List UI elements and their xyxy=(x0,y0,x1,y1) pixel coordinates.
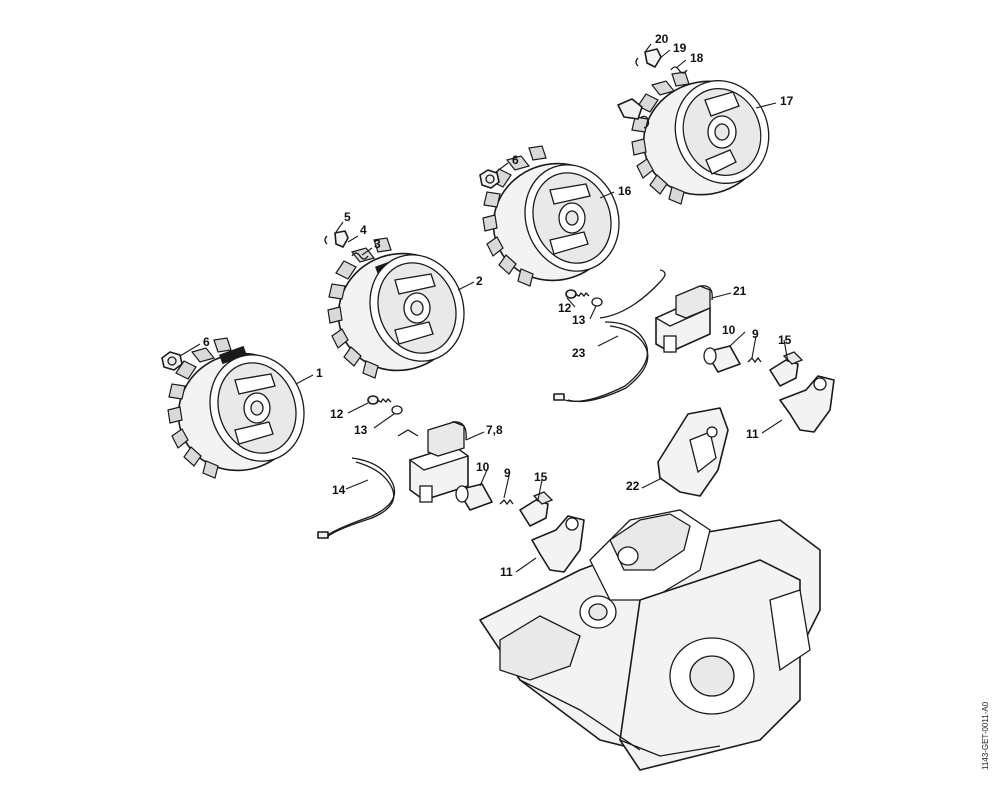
callout-15-lower: 15 xyxy=(534,470,548,484)
callout-1: 1 xyxy=(316,366,323,380)
callout-23: 23 xyxy=(572,346,586,360)
spark-plug-set-lower xyxy=(455,483,554,527)
callout-2: 2 xyxy=(476,274,483,288)
callout-16: 16 xyxy=(618,184,632,198)
flywheel-2 xyxy=(327,237,465,379)
callout-9-upper: 9 xyxy=(752,327,759,341)
callout-22: 22 xyxy=(626,479,640,493)
cover-11-lower xyxy=(531,515,585,573)
ignition-module-7-8 xyxy=(408,421,470,503)
screw-12-upper xyxy=(565,289,603,307)
wiring-harness-14 xyxy=(317,429,419,539)
callout-13-upper: 13 xyxy=(572,313,586,327)
callout-6-lower: 6 xyxy=(203,335,210,349)
flywheel-16 xyxy=(482,145,620,287)
callout-labels: 20 19 18 17 6 16 5 4 3 2 21 12 13 10 9 1… xyxy=(203,32,794,579)
pawl-parts-18-20 xyxy=(617,48,688,129)
callout-12-upper: 12 xyxy=(558,301,572,315)
cover-22 xyxy=(657,407,729,497)
callout-14: 14 xyxy=(332,483,346,497)
callout-21: 21 xyxy=(733,284,747,298)
callout-3: 3 xyxy=(374,237,381,251)
callout-20: 20 xyxy=(655,32,669,46)
callout-11-upper: 11 xyxy=(746,427,759,441)
leader-lines xyxy=(179,43,789,573)
cover-11-upper xyxy=(779,375,835,433)
flywheel-1 xyxy=(167,337,305,479)
callout-5: 5 xyxy=(344,210,351,224)
nut-6-lower xyxy=(161,351,183,371)
callout-12-lower: 12 xyxy=(330,407,344,421)
engine-housing xyxy=(479,509,821,771)
callout-6-upper: 6 xyxy=(512,153,519,167)
spark-plug-set-upper xyxy=(703,345,804,387)
callout-18: 18 xyxy=(690,51,704,65)
callout-4: 4 xyxy=(360,223,367,237)
ignition-module-21 xyxy=(654,285,713,353)
callout-7-8: 7,8 xyxy=(486,423,503,437)
callout-19: 19 xyxy=(673,41,687,55)
pawl-parts-3-5 xyxy=(324,230,369,260)
callout-15-upper: 15 xyxy=(778,333,792,347)
wiring-harness-23 xyxy=(553,269,666,403)
callout-10-lower: 10 xyxy=(476,460,490,474)
callout-17: 17 xyxy=(780,94,794,108)
callout-9-lower: 9 xyxy=(504,466,511,480)
flywheel-17 xyxy=(631,71,770,205)
callout-11-lower: 11 xyxy=(500,565,513,579)
document-id: 1143-GET-0011-A0 xyxy=(981,701,990,770)
screw-12-lower xyxy=(367,395,403,415)
nut-6-upper xyxy=(479,169,500,189)
callout-10-upper: 10 xyxy=(722,323,736,337)
callout-13-lower: 13 xyxy=(354,423,368,437)
